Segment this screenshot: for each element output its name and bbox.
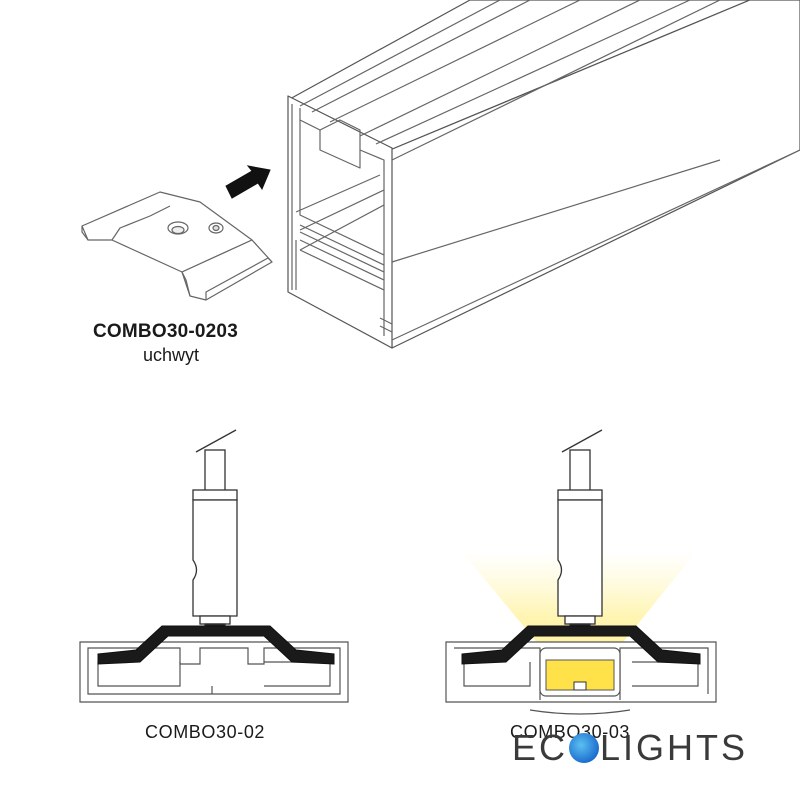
ecolights-logo: EC LIGHTS: [512, 727, 748, 769]
suspension-right: [557, 429, 603, 631]
profile-front-face: [287, 95, 393, 349]
clip-section-left: [97, 625, 335, 665]
profile-3d: [287, 0, 800, 349]
section-left: [79, 429, 349, 703]
led-chip: [573, 681, 587, 691]
logo-left-text: EC: [512, 727, 569, 768]
part-code-label: COMBO30-0203: [93, 321, 238, 342]
suspension-left: [192, 429, 238, 631]
profile-section-left: [79, 641, 349, 703]
clip-part: [81, 191, 273, 301]
section-right: [445, 429, 717, 715]
globe-icon: [569, 733, 600, 763]
part-description-label: uchwyt: [143, 345, 200, 365]
profile-left-label: COMBO30-02: [145, 722, 266, 742]
clip-section-right: [461, 625, 701, 665]
logo-right-text: LIGHTS: [600, 727, 749, 768]
insert-arrow: [225, 165, 271, 199]
profile-right-label: COMBO30-03: [510, 722, 631, 742]
